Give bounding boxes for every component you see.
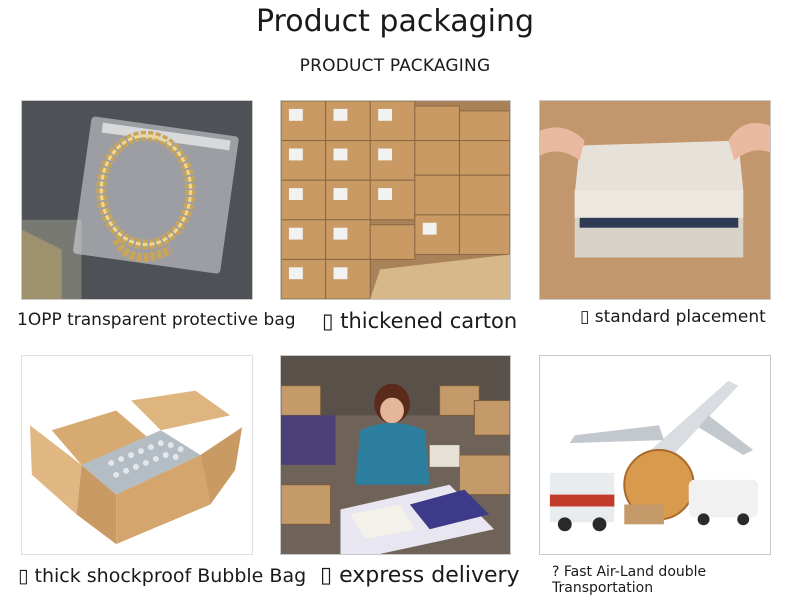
photo-air-land-transport <box>539 355 771 555</box>
page-title: Product packaging <box>255 4 535 39</box>
photo-cartons <box>280 100 511 300</box>
page-subtitle: PRODUCT PACKAGING <box>299 56 491 76</box>
caption-bubble-bag: ▯ thick shockproof Bubble Bag <box>18 565 307 587</box>
caption-air-land-transport: ? Fast Air-Land double Transportation <box>552 564 707 596</box>
caption-standard-placement: ▯ standard placement <box>580 307 766 327</box>
caption-thickened-carton: ▯ thickened carton <box>322 309 518 333</box>
photo-express-delivery <box>280 355 511 555</box>
caption-opp-bag: 1OPP transparent protective bag <box>17 310 296 330</box>
photo-standard-placement <box>539 100 771 300</box>
caption-express-delivery: ▯ express delivery <box>320 563 520 588</box>
photo-opp-bag <box>21 100 253 300</box>
photo-bubble-bag <box>21 355 253 555</box>
